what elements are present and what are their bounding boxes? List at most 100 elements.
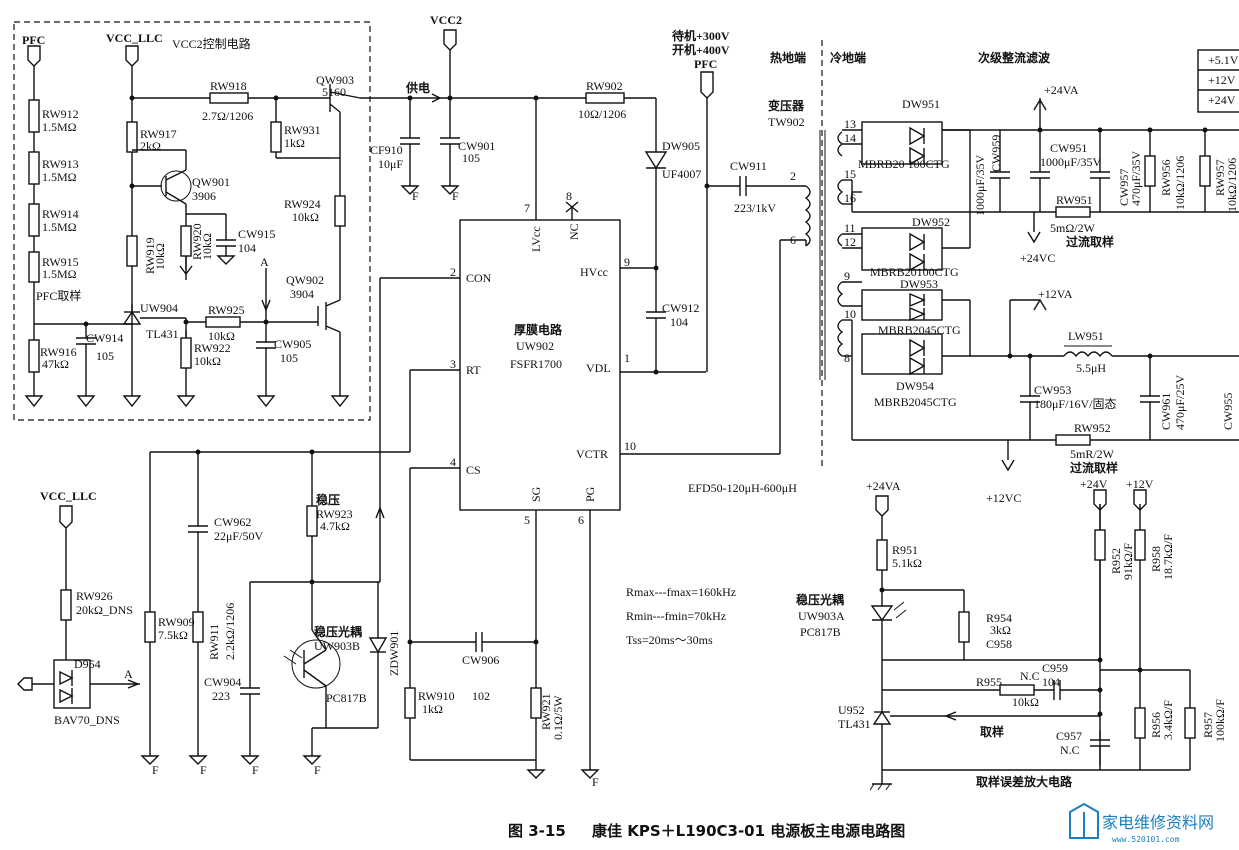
c958-value: N.C — [1020, 669, 1040, 683]
cw961-value: 470μF/25V — [1173, 375, 1187, 430]
cw912-label: CW912 — [662, 301, 699, 315]
rw902-value: 10Ω/1206 — [578, 107, 626, 121]
pin-num-vdl: 1 — [624, 351, 630, 365]
uw904-label: UW904 — [140, 301, 178, 315]
rw926-value: 20kΩ_DNS — [76, 603, 133, 617]
r951-value: 5.1kΩ — [892, 556, 922, 570]
pfc-divider — [24, 45, 132, 408]
r952-label: R952 — [1109, 548, 1123, 574]
rw957-label: RW957 — [1213, 159, 1227, 196]
pin-lvcc: LVcc — [529, 226, 543, 252]
c959-value: 104 — [1042, 675, 1060, 689]
rw952-value: 5mR/2W — [1070, 447, 1115, 461]
rw911-value: 2.2kΩ/1206 — [223, 603, 237, 660]
hot-side-label: 热地端 — [770, 50, 806, 65]
opto-b-part: PC817B — [326, 691, 367, 705]
cw906-value: 102 — [472, 689, 490, 703]
opto-a-ref: UW903A — [798, 609, 845, 623]
v12-label: +12V — [1126, 477, 1154, 491]
cw961-label: CW961 — [1159, 393, 1173, 430]
r954-label: R954 — [986, 611, 1012, 625]
cw959-value: 1000μF/35V — [973, 155, 987, 216]
cw901-label: CW901 — [458, 139, 495, 153]
vcc2-rail — [360, 29, 706, 375]
rw919-value: 10kΩ — [153, 243, 167, 270]
net-a-top: A — [260, 255, 269, 269]
r951-label: R951 — [892, 543, 918, 557]
c957-value: N.C — [1060, 743, 1080, 757]
cw914-value: 105 — [96, 349, 114, 363]
rw910-value: 1kΩ — [422, 702, 443, 716]
pin-con: CON — [466, 271, 492, 285]
gnd-f-4: F — [200, 763, 207, 777]
cw953-label: CW953 — [1034, 383, 1071, 397]
gnd-f-1: F — [412, 189, 419, 203]
dw953-label: DW953 — [900, 277, 938, 291]
note-tss: Tss=20ms～30ms — [626, 633, 713, 647]
rw921-label: RW921 — [539, 693, 553, 730]
opto-a-part: PC817B — [800, 625, 841, 639]
opto-b-ref: UW903B — [314, 639, 360, 653]
dw954-label: DW954 — [896, 379, 934, 393]
output-legend — [1197, 49, 1239, 113]
rw951-label: RW951 — [1056, 193, 1093, 207]
dw905-label: DW905 — [662, 139, 700, 153]
rw918-label: RW918 — [210, 79, 247, 93]
tp-10: 10 — [844, 307, 856, 321]
pin-num-con: 2 — [450, 265, 456, 279]
gnd-f-3: F — [152, 763, 159, 777]
cw906-label: CW906 — [462, 653, 499, 667]
transformer-tw902 — [704, 40, 862, 470]
cw904-label: CW904 — [204, 675, 241, 689]
rw952-label: RW952 — [1074, 421, 1111, 435]
pin-hvcc: HVcc — [580, 265, 608, 279]
feedback-network — [140, 277, 600, 779]
watermark-url: www.520101.com — [1112, 835, 1180, 844]
d954-label: D954 — [74, 657, 101, 671]
tp-15: 15 — [844, 167, 856, 181]
pin-cs: CS — [466, 463, 481, 477]
v24va-input-label: +24VA — [866, 479, 901, 493]
r955-value: 10kΩ — [1012, 695, 1039, 709]
rw918-value: 2.7Ω/1206 — [202, 109, 253, 123]
c958-label: C958 — [986, 637, 1012, 651]
pin-num-hvcc: 9 — [624, 255, 630, 269]
rw931-value: 1kΩ — [284, 136, 305, 150]
pin-num-nc: 8 — [566, 189, 572, 203]
pfc-input-top — [700, 71, 714, 372]
vcc-llc-bottom-label: VCC_LLC — [40, 489, 97, 503]
rw921-value: 0.1Ω/5W — [551, 695, 565, 740]
lw951-label: LW951 — [1068, 329, 1104, 343]
note-rmin: Rmin---fmin=70kHz — [626, 609, 726, 623]
rw916-label: RW916 — [40, 345, 77, 359]
c959-label: C959 — [1042, 661, 1068, 675]
vcc2-control-circuit — [122, 45, 361, 408]
vcc2-label: VCC2 — [430, 13, 462, 27]
pin-num-sg: 5 — [524, 513, 530, 527]
cold-side-label: 冷地端 — [830, 50, 866, 65]
tp-13: 13 — [844, 117, 856, 131]
v24va-label: +24VA — [1044, 83, 1079, 97]
r956-value: 3.4kΩ/F — [1161, 700, 1175, 740]
cw951-value: 1000μF/35V — [1040, 155, 1101, 169]
rw922-label: RW922 — [194, 341, 231, 355]
rw924-label: RW924 — [284, 197, 321, 211]
rw920-value: 10kΩ — [200, 233, 214, 260]
cw953-value: 180μF/16V/固态 — [1034, 397, 1116, 411]
qw903-value: 5160 — [322, 85, 346, 99]
pin-sg: SG — [529, 486, 543, 502]
pin-num-lvcc: 7 — [524, 201, 530, 215]
ic-part: FSFR1700 — [510, 357, 562, 371]
cw915-label: CW915 — [238, 227, 275, 241]
vcc2-control-label: VCC2控制电路 — [172, 36, 251, 51]
pin-num-pg: 6 — [578, 513, 584, 527]
qw903-label: QW903 — [316, 73, 354, 87]
rw917-label: RW917 — [140, 127, 177, 141]
cw911-label: CW911 — [730, 159, 767, 173]
zdw901-label: ZDW901 — [387, 631, 401, 676]
r958-value: 18.7kΩ/F — [1161, 534, 1175, 580]
sample-label: 取样 — [980, 724, 1004, 739]
rw912-value: 1.5MΩ — [42, 120, 77, 134]
pin-pg: PG — [583, 486, 597, 502]
